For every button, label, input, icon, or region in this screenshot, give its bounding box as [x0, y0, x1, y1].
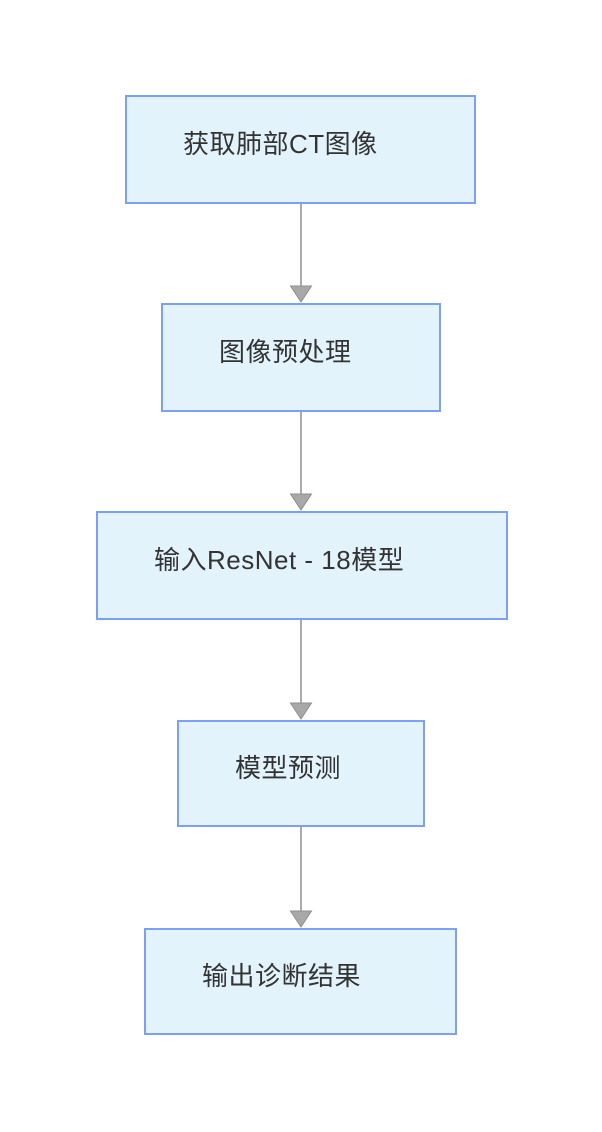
flow-arrow: [289, 827, 313, 928]
node-label: 获取肺部CT图像: [183, 129, 378, 159]
node-output-result: 输出诊断结果: [144, 928, 457, 1035]
node-label: 输出诊断结果: [202, 961, 362, 991]
arrow-head-icon: [289, 910, 313, 928]
node-label: 图像预处理: [219, 337, 352, 367]
flow-arrow: [289, 620, 313, 720]
arrow-head-icon: [289, 493, 313, 511]
arrow-head-icon: [289, 285, 313, 303]
node-label: 模型预测: [235, 753, 342, 783]
node-resnet-input: 输入ResNet - 18模型: [96, 511, 508, 620]
flow-arrow: [289, 204, 313, 303]
node-predict: 模型预测: [177, 720, 425, 827]
flow-arrow: [289, 412, 313, 511]
node-label: 输入ResNet - 18模型: [154, 545, 405, 575]
node-preprocess: 图像预处理: [161, 303, 441, 412]
arrow-head-icon: [289, 702, 313, 720]
node-acquire-ct: 获取肺部CT图像: [125, 95, 476, 204]
